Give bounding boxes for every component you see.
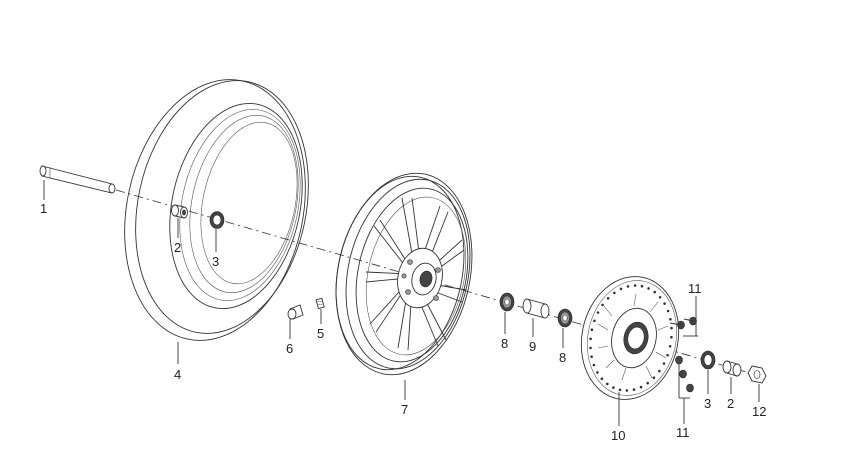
disc-hole [601,303,604,307]
axle-nut [747,365,767,384]
seal-left [209,211,225,229]
disc-hole [647,287,650,290]
disc-hole [668,345,672,348]
disc-hole [670,326,673,330]
label-spacer-left: 2 [174,240,181,255]
disc-hole [662,362,666,365]
disc-hole [613,291,616,295]
disc-hole [670,335,673,339]
bolt-lower-3 [686,383,694,393]
disc-hole [589,346,592,350]
disc-hole [646,381,649,385]
valve-stem [287,304,304,320]
disc-hole [666,353,669,357]
label-tire: 4 [174,367,181,382]
valve-core [315,297,325,310]
label-disc-bolts-upper: 11 [688,281,702,296]
disc-hole [663,302,666,305]
disc-hole [590,328,594,332]
bolt-lower-2 [679,369,687,379]
bolt-lower-1 [675,355,683,365]
disc-hole [606,382,609,386]
disc-hole [652,376,656,380]
inner-spacer [522,298,550,319]
label-valve-stem: 6 [286,341,293,356]
spacer-right [722,360,742,377]
disc-hole [653,290,656,294]
disc-hole [600,377,604,381]
brake-disc [580,276,680,400]
disc-hole [666,309,670,313]
disc-hole [596,371,599,374]
disc-hole [640,284,644,288]
label-seal-left: 3 [212,254,219,269]
label-brake-disc: 10 [611,428,625,443]
disc-hole [590,355,593,359]
disc-hole [639,385,643,389]
disc-hole [596,311,600,314]
bearing-left [499,292,515,312]
bearing-right [557,308,573,328]
disc-hole [606,297,610,300]
label-disc-bolts-lower: 11 [676,425,690,440]
disc-hole [633,284,637,287]
label-axle-nut: 12 [752,404,766,419]
disc-hole [658,296,662,299]
disc-bolts [669,316,697,393]
label-inner-spacer: 9 [529,339,536,354]
label-seal-right: 3 [704,396,711,411]
bolt-upper-1 [669,320,685,330]
label-rim: 7 [401,402,408,417]
disc-hole [632,388,636,391]
label-valve-core: 5 [317,326,324,341]
seal-right [700,350,716,370]
spacer-left [171,204,188,219]
disc-hole [593,319,596,323]
disc-hole [669,318,672,321]
label-bearing-right: 8 [559,350,566,365]
disc-hole [626,285,630,288]
leader-lines [43,180,760,426]
disc-hole [625,389,629,392]
disc-hole [619,287,623,291]
label-axle: 1 [40,201,47,216]
disc-hole [612,386,615,389]
label-spacer-right: 2 [727,396,734,411]
disc-hole [658,369,661,373]
tire [124,79,309,341]
bolt-upper-2 [683,316,697,326]
disc-hole [592,363,596,367]
disc-hole [618,388,622,392]
rim [335,172,473,376]
axle [39,165,116,194]
label-bearing-left: 8 [501,336,508,351]
callout-labels: 1 2 3 4 5 6 7 8 9 8 10 11 11 3 2 12 [40,201,766,443]
disc-hole [589,337,592,341]
